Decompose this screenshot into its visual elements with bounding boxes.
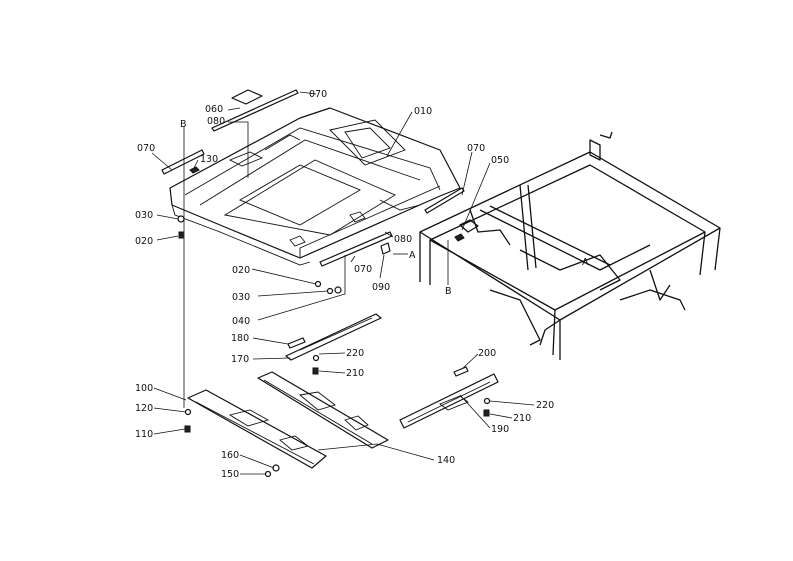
trim-180 bbox=[287, 337, 306, 349]
label-040: 040 bbox=[232, 316, 250, 327]
label-050: 050 bbox=[491, 155, 509, 166]
label-170: 170 bbox=[231, 354, 249, 365]
label-b-bottom: B bbox=[445, 286, 452, 297]
rail-170 bbox=[285, 313, 382, 361]
label-070-right: 070 bbox=[467, 143, 485, 154]
roof-panel bbox=[169, 107, 461, 266]
label-030-left: 030 bbox=[135, 210, 153, 221]
label-110: 110 bbox=[135, 429, 153, 440]
washer-040 bbox=[334, 286, 342, 294]
strip-070-left bbox=[161, 149, 205, 175]
label-080-mid: 080 bbox=[394, 234, 412, 245]
label-070-mid: 070 bbox=[354, 264, 372, 275]
label-160: 160 bbox=[221, 450, 239, 461]
label-080-top: 080 bbox=[207, 116, 225, 127]
screw-210-mid bbox=[312, 367, 319, 375]
tray-100 bbox=[187, 389, 327, 469]
label-150: 150 bbox=[221, 469, 239, 480]
strip-070-right bbox=[424, 187, 465, 214]
label-060: 060 bbox=[205, 104, 223, 115]
washer-030-mid bbox=[326, 287, 334, 295]
part-200 bbox=[453, 366, 469, 377]
label-120: 120 bbox=[135, 403, 153, 414]
plate-060 bbox=[231, 89, 263, 105]
label-a-mid: A bbox=[409, 250, 416, 261]
clip-090 bbox=[380, 242, 391, 255]
screw-220-right bbox=[483, 397, 491, 405]
tray-140 bbox=[257, 371, 389, 449]
screw-210-right bbox=[483, 409, 490, 417]
label-090: 090 bbox=[372, 282, 390, 293]
label-140: 140 bbox=[437, 455, 455, 466]
label-010: 010 bbox=[414, 106, 432, 117]
strip-070-top bbox=[211, 89, 299, 132]
label-200: 200 bbox=[478, 348, 496, 359]
label-220-mid: 220 bbox=[346, 348, 364, 359]
label-a-frame: A bbox=[582, 257, 589, 268]
screw-220-mid bbox=[312, 354, 320, 362]
label-030-mid: 030 bbox=[232, 292, 250, 303]
tray-190 bbox=[399, 373, 499, 429]
label-220-right: 220 bbox=[536, 400, 554, 411]
label-180: 180 bbox=[231, 333, 249, 344]
label-020-mid: 020 bbox=[232, 265, 250, 276]
label-020-left: 020 bbox=[135, 236, 153, 247]
screw-150 bbox=[264, 470, 272, 478]
label-100: 100 bbox=[135, 383, 153, 394]
label-190: 190 bbox=[491, 424, 509, 435]
label-070-top: 070 bbox=[309, 89, 327, 100]
washer-020-mid bbox=[314, 280, 322, 288]
label-130: 130 bbox=[200, 154, 218, 165]
callout-labels: 060 080 070 010 070 B 130 070 050 030 02… bbox=[135, 89, 589, 480]
label-210-right: 210 bbox=[513, 413, 531, 424]
screw-110 bbox=[184, 425, 191, 433]
label-070-left: 070 bbox=[137, 143, 155, 154]
label-210-mid: 210 bbox=[346, 368, 364, 379]
cab-frame bbox=[419, 131, 721, 360]
label-b-top: B bbox=[180, 119, 187, 130]
leader-lines bbox=[151, 91, 535, 475]
washer-030-left bbox=[177, 215, 185, 223]
screw-020-left bbox=[178, 231, 184, 239]
washer-120 bbox=[184, 408, 192, 416]
